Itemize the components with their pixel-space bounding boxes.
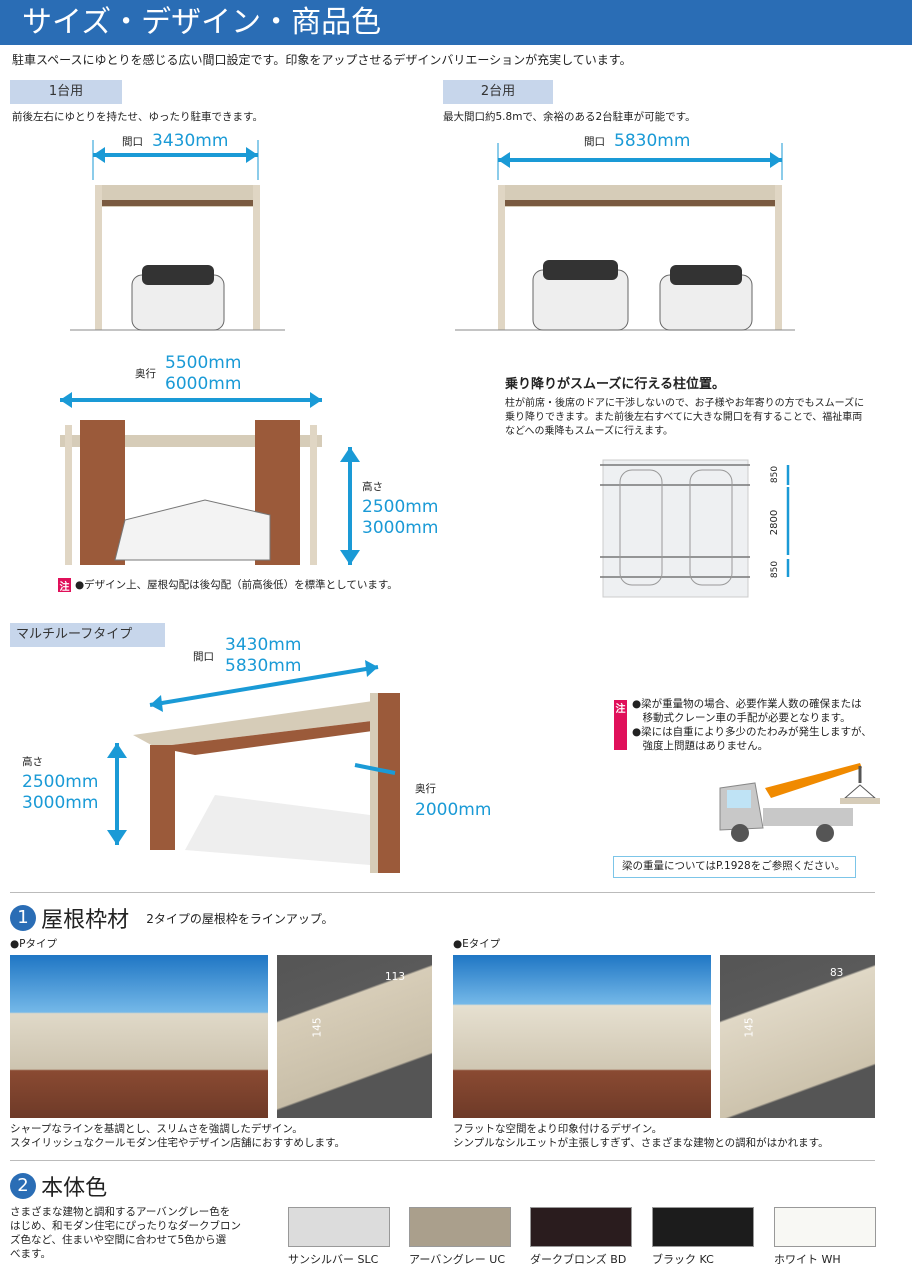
- e-type-label: ●Eタイプ: [453, 938, 501, 950]
- p-dim-w: 113: [385, 971, 406, 983]
- label-multi: マルチルーフタイプ: [10, 623, 165, 647]
- p-dim-h: 145: [311, 1017, 324, 1038]
- p-type-label: ●Pタイプ: [10, 938, 57, 950]
- section1-title: 屋根枠材: [41, 908, 130, 933]
- depth-height-2: 3000mm: [362, 518, 439, 538]
- swatch-label: ブラック KC: [652, 1253, 714, 1266]
- title-bar: [0, 0, 912, 45]
- pillar-line-1: 柱が前席・後席のドアに干渉しないので、お子様やお年寄りの方でもスムーズに: [505, 398, 865, 409]
- p-type-photo: [10, 955, 268, 1118]
- single-width: 3430mm: [152, 131, 229, 151]
- single-carport-diagram: [70, 140, 285, 331]
- crane-note-line-1: ●梁が重量物の場合、必要作業人数の確保または: [632, 698, 862, 710]
- swatch-label: ホワイト WH: [774, 1253, 841, 1266]
- divider: [10, 892, 875, 893]
- p-desc-2: スタイリッシュなクールモダン住宅やデザイン店舗におすすめします。: [10, 1137, 345, 1149]
- lead-text: 駐車スペースにゆとりを感じる広い間口設定です。印象をアップさせるデザインバリエー…: [12, 53, 632, 67]
- crane-note-mark: 注: [614, 700, 627, 750]
- pillar-dim-2: 2800: [769, 509, 781, 536]
- swatch-label: ダークブロンズ BD: [530, 1253, 627, 1266]
- pillar-line-3: などへの乗降もスムーズに行えます。: [505, 426, 673, 437]
- swatch-label: アーバングレー UC: [409, 1253, 506, 1266]
- swatch-label: サンシルバー SLC: [288, 1253, 379, 1266]
- section1-heading: 1 屋根枠材 2タイプの屋根枠をラインアップ。: [10, 902, 333, 934]
- section2-desc-1: さまざまな建物と調和するアーバングレー色を: [10, 1206, 231, 1218]
- pillar-plan-diagram: [600, 459, 790, 598]
- e-dim-h: 145: [743, 1017, 756, 1038]
- p-desc-1: シャープなラインを基調とし、スリムさを強調したデザイン。: [10, 1123, 303, 1135]
- depth-label: 奥行: [135, 368, 156, 380]
- depth-carport-diagram: [60, 392, 360, 565]
- p-type-section-photo: [277, 955, 432, 1118]
- multi-width-1: 3430mm: [225, 635, 302, 655]
- crane-truck-illustration: [719, 763, 880, 842]
- single-desc: 前後左右にゆとりを持たせ、ゆったり駐車できます。: [12, 111, 263, 123]
- section2-heading: 2 本体色: [10, 1170, 107, 1202]
- single-width-label: 間口: [122, 136, 143, 148]
- pillar-dim-1: 850: [770, 465, 781, 484]
- depth-value-1: 5500mm: [165, 353, 242, 373]
- double-carport-diagram: [455, 143, 795, 331]
- multi-depth: 2000mm: [415, 800, 492, 820]
- crane-note-line-2: 移動式クレーン車の手配が必要となります。: [632, 712, 851, 724]
- beam-weight-reference: 梁の重量についてはP.1928をご参照ください。: [613, 856, 856, 878]
- swatch-black: [652, 1207, 754, 1247]
- label-single: 1台用: [10, 80, 122, 104]
- multi-height-label: 高さ: [22, 756, 43, 768]
- section1-number: 1: [10, 905, 36, 931]
- swatch-sun-silver: [288, 1207, 390, 1247]
- double-width-label: 間口: [584, 136, 605, 148]
- depth-height-1: 2500mm: [362, 497, 439, 517]
- e-dim-w: 83: [830, 967, 844, 979]
- section2-title: 本体色: [41, 1176, 108, 1201]
- swatch-urban-gray: [409, 1207, 511, 1247]
- crane-note-line-4: 強度上問題はありません。: [632, 740, 769, 752]
- multi-height-2: 3000mm: [22, 793, 99, 813]
- section2-number: 2: [10, 1173, 36, 1199]
- pillar-title: 乗り降りがスムーズに行える柱位置。: [505, 377, 725, 392]
- depth-value-2: 6000mm: [165, 374, 242, 394]
- swatch-dark-bronze: [530, 1207, 632, 1247]
- e-type-section-photo: [720, 955, 875, 1118]
- section2-desc-3: ズ色など、住まいや空間に合わせて5色から選: [10, 1234, 227, 1246]
- page-title: サイズ・デザイン・商品色: [22, 5, 382, 40]
- note-mark: 注: [58, 578, 71, 593]
- section2-desc-2: はじめ、和モダン住宅にぴったりなダークブロン: [10, 1220, 241, 1232]
- e-type-photo: [453, 955, 711, 1118]
- multi-width-label: 間口: [193, 651, 214, 663]
- crane-note-line-3: ●梁には自重により多少のたわみが発生しますが、: [632, 726, 872, 738]
- depth-height-label: 高さ: [362, 481, 383, 493]
- swatch-white: [774, 1207, 876, 1247]
- section1-subtitle: 2タイプの屋根枠をラインアップ。: [146, 911, 334, 926]
- multi-roof-diagram: [107, 660, 400, 873]
- double-width: 5830mm: [614, 131, 691, 151]
- multi-height-1: 2500mm: [22, 772, 99, 792]
- e-desc-1: フラットな空間をより印象付けるデザイン。: [453, 1123, 663, 1135]
- depth-note: ●デザイン上、屋根勾配は後勾配（前高後低）を標準としています。: [75, 579, 398, 591]
- pillar-line-2: 乗り降りできます。また前後左右すべてに大きな開口を有することで、福祉車両: [505, 412, 863, 423]
- multi-depth-label: 奥行: [415, 783, 436, 795]
- label-double: 2台用: [443, 80, 553, 104]
- section2-desc-4: べます。: [10, 1248, 51, 1260]
- double-desc: 最大間口約5.8mで、余裕のある2台駐車が可能です。: [443, 111, 696, 123]
- divider: [10, 1160, 875, 1161]
- multi-width-2: 5830mm: [225, 656, 302, 676]
- e-desc-2: シンプルなシルエットが主張しすぎず、さまざまな建物との調和がはかれます。: [453, 1137, 829, 1149]
- pillar-dim-3: 850: [770, 560, 781, 579]
